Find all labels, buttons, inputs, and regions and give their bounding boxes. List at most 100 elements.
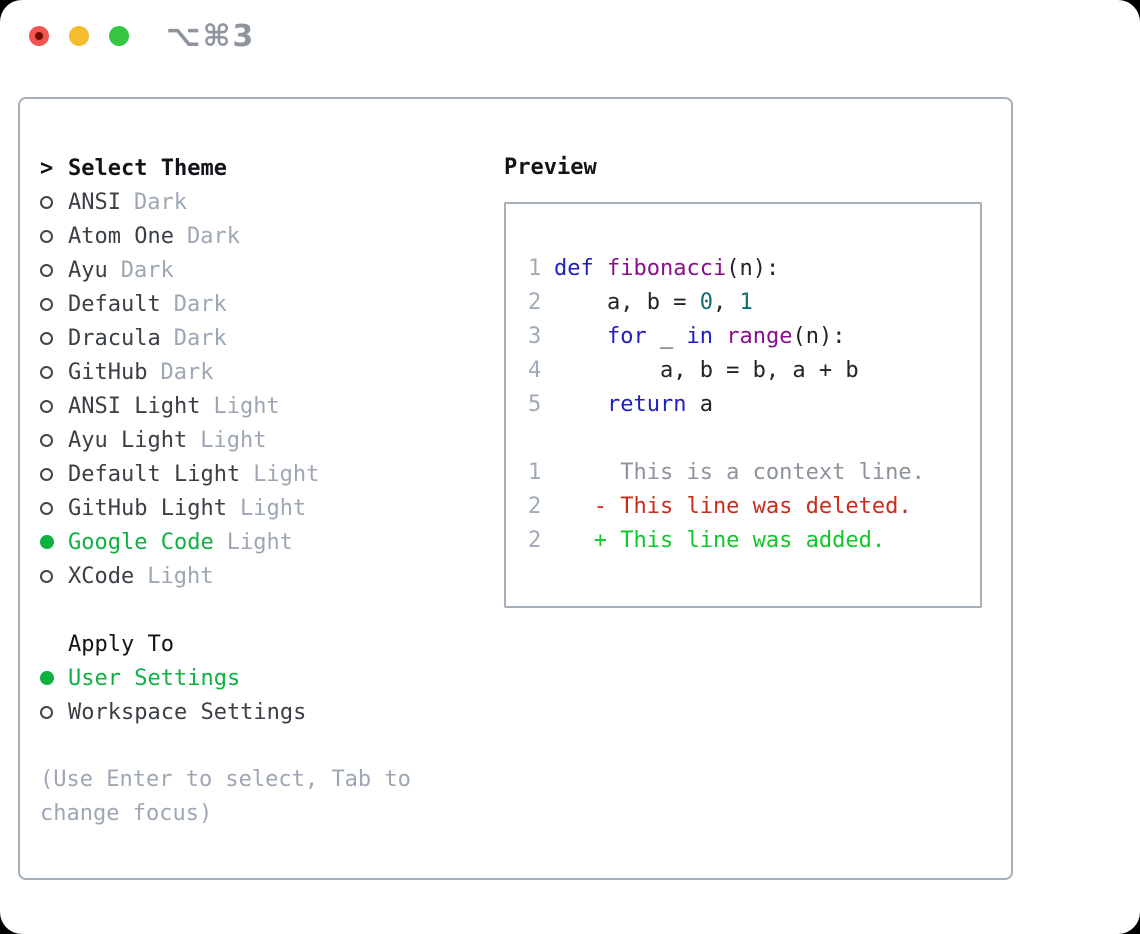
code-token: 0 [699, 290, 713, 315]
theme-select-header: > Select Theme [40, 151, 480, 185]
code-token [713, 324, 726, 349]
theme-variant-label: Dark [173, 325, 227, 351]
radio-slot [40, 229, 68, 243]
apply-option[interactable]: Workspace Settings [40, 695, 480, 729]
radio-slot [40, 467, 68, 481]
radio-slot [40, 671, 68, 685]
theme-panel-title: Select Theme [68, 155, 227, 181]
preview-title: Preview [504, 155, 597, 180]
window-shortcut-label: ⌥⌘3 [166, 19, 256, 54]
radio-icon [40, 365, 53, 379]
radio-icon [40, 195, 53, 209]
radio-icon [40, 297, 53, 311]
theme-option-label: Dracula [68, 325, 161, 351]
code-token [554, 324, 607, 349]
apply-to-title: Apply To [68, 631, 174, 657]
theme-option-label: Ayu Light [68, 427, 188, 453]
code-line: 4 a, b = b, a + b [528, 354, 980, 388]
theme-option-label: Default Light [68, 461, 241, 487]
diff-text: This is a context line. [554, 460, 925, 485]
radio-icon [40, 331, 53, 345]
radio-icon [40, 705, 53, 719]
radio-slot [40, 535, 68, 549]
theme-option[interactable]: Dracula Dark [40, 321, 480, 355]
theme-option[interactable]: Google Code Light [40, 525, 480, 559]
line-number: 5 [528, 392, 542, 417]
code-token: range [726, 324, 793, 349]
code-token [594, 256, 607, 281]
code-token: (n): [726, 256, 780, 281]
diff-line-added: 2 + This line was added. [528, 524, 980, 558]
hint-text: (Use Enter to select, Tab to change focu… [40, 767, 411, 826]
line-number: 3 [528, 324, 542, 349]
theme-variant-label: Light [147, 563, 214, 589]
diff-block: 1 This is a context line.2 - This line w… [528, 456, 980, 558]
blank-line [528, 422, 980, 456]
radio-icon [40, 229, 53, 243]
code-token: 1 [739, 290, 753, 315]
line-number: 1 [528, 256, 542, 281]
code-token: , [712, 290, 740, 315]
radio-slot [40, 365, 68, 379]
code-token: return [606, 392, 687, 417]
theme-option-label: Google Code [68, 529, 214, 555]
radio-slot [40, 331, 68, 345]
minimize-button[interactable] [69, 26, 89, 46]
code-token: a, b = [554, 290, 700, 315]
theme-option[interactable]: Ayu Light Light [40, 423, 480, 457]
diff-text: + This line was added. [554, 528, 886, 553]
line-number: 2 [528, 494, 542, 519]
theme-variant-label: Light [226, 529, 293, 555]
theme-option-label: ANSI [68, 189, 121, 215]
theme-variant-label: Dark [173, 291, 227, 317]
radio-slot [40, 705, 68, 719]
theme-option[interactable]: Default Light Light [40, 457, 480, 491]
radio-icon [40, 433, 53, 447]
close-button[interactable] [29, 26, 49, 46]
theme-option-label: Ayu [68, 257, 108, 283]
radio-slot [40, 433, 68, 447]
code-token: _ [646, 324, 687, 349]
line-number: 2 [528, 528, 542, 553]
theme-option-label: Default [68, 291, 161, 317]
apply-option-label: User Settings [68, 665, 241, 691]
radio-slot [40, 195, 68, 209]
theme-option[interactable]: Default Dark [40, 287, 480, 321]
theme-variant-label: Light [200, 427, 267, 453]
code-token: (n): [792, 324, 846, 349]
apply-option[interactable]: User Settings [40, 661, 480, 695]
code-token: a [686, 392, 713, 417]
code-line: 3 for _ in range(n): [528, 320, 980, 354]
theme-variant-label: Light [253, 461, 320, 487]
cursor-icon: > [40, 155, 54, 181]
theme-option-label: GitHub [68, 359, 148, 385]
titlebar: ⌥⌘3 [0, 0, 1140, 72]
theme-variant-label: Light [213, 393, 280, 419]
apply-to-header: Apply To [40, 627, 480, 661]
apply-option-label: Workspace Settings [68, 699, 307, 725]
line-number: 2 [528, 290, 542, 315]
divider-space [40, 729, 480, 763]
theme-variant-label: Dark [186, 223, 240, 249]
line-number: 4 [528, 358, 542, 383]
radio-slot [40, 501, 68, 515]
radio-icon [40, 399, 53, 413]
code-token: in [686, 324, 713, 349]
zoom-button[interactable] [109, 26, 129, 46]
diff-text: - This line was deleted. [554, 494, 912, 519]
radio-icon [40, 263, 53, 277]
radio-icon [40, 569, 53, 583]
code-token: for [606, 324, 647, 349]
